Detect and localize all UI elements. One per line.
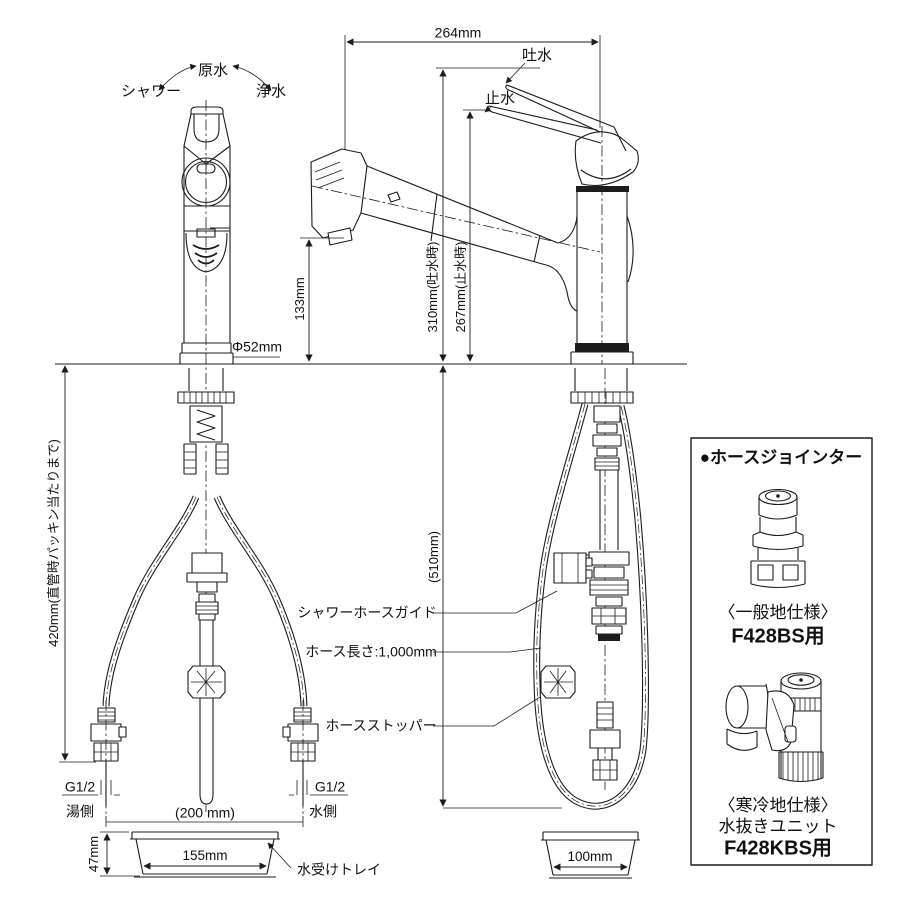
dim-base-diameter: Φ52mm xyxy=(231,338,283,355)
side-view-drawing xyxy=(300,35,649,879)
label-purified-water: 浄水 xyxy=(255,83,287,101)
label-raw-water: 原水 xyxy=(197,62,229,80)
drip-tray-side xyxy=(541,831,640,879)
dim-outlet-height: 133mm xyxy=(292,277,308,321)
dim-under-counter-height: 420mm(直管時パッキン当たりまで) xyxy=(46,439,62,647)
dim-under-counter-depth: (510mm) xyxy=(426,530,442,584)
label-hot-side: 湯側 xyxy=(66,803,94,820)
label-stop: 止水 xyxy=(484,90,516,108)
front-view-drawing xyxy=(59,63,348,878)
drip-tray-front xyxy=(100,831,292,878)
dim-thread-right: G1/2 xyxy=(314,778,346,795)
label-drip-tray: 水受けトレイ xyxy=(297,861,381,878)
part2-subcaption: 水抜きユニット xyxy=(718,817,838,837)
jointer-part-drawing xyxy=(750,488,806,589)
dim-tray-width-side: 100mm xyxy=(567,848,613,864)
rotate-arrow-right-icon xyxy=(232,63,272,91)
dim-height-stop: 267mm(止水時) xyxy=(453,241,469,333)
hose-jointer-panel xyxy=(690,437,873,866)
part1-caption: 〈一般地仕様〉 xyxy=(718,603,838,623)
label-hose-length: ホース長さ:1,000mm xyxy=(305,643,437,660)
dim-tray-height: 47mm xyxy=(86,835,102,873)
dim-supply-pitch: (200 mm) xyxy=(175,804,235,821)
part1-model: F428BS用 xyxy=(731,625,825,648)
dim-spout-reach: 264mm xyxy=(434,24,482,41)
dim-thread-left: G1/2 xyxy=(64,778,96,795)
label-cold-side: 水側 xyxy=(309,803,337,820)
dim-height-discharge: 310mm(吐水時) xyxy=(425,241,441,333)
label-hose-stopper: ホースストッパー xyxy=(325,717,437,734)
part2-model: F428KBS用 xyxy=(724,837,832,860)
drain-unit-part-drawing xyxy=(725,672,824,783)
label-discharge: 吐水 xyxy=(521,47,553,65)
part2-caption: 〈寒冷地仕様〉 xyxy=(718,796,838,816)
label-hose-guide: シャワーホースガイド xyxy=(297,604,437,621)
panel-title: ●ホースジョインター xyxy=(699,448,863,468)
dim-tray-width: 155mm xyxy=(182,847,228,863)
rotate-arrow-left-icon xyxy=(158,63,197,91)
label-shower: シャワー xyxy=(120,83,182,101)
